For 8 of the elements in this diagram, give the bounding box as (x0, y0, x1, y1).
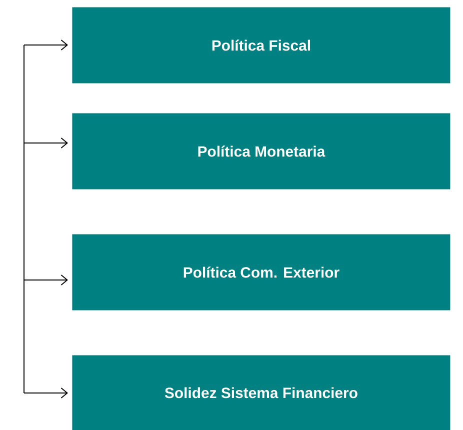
process-box: Política Monetaria (72, 113, 450, 190)
arrow (24, 274, 68, 286)
process-box: Política Com. Exterior (72, 234, 450, 310)
arrow (24, 138, 68, 148)
arrow (24, 40, 68, 50)
process-box: Política Fiscal (72, 7, 450, 84)
process-box: Solidez Sistema Financiero (72, 355, 450, 430)
arrow (24, 388, 68, 398)
